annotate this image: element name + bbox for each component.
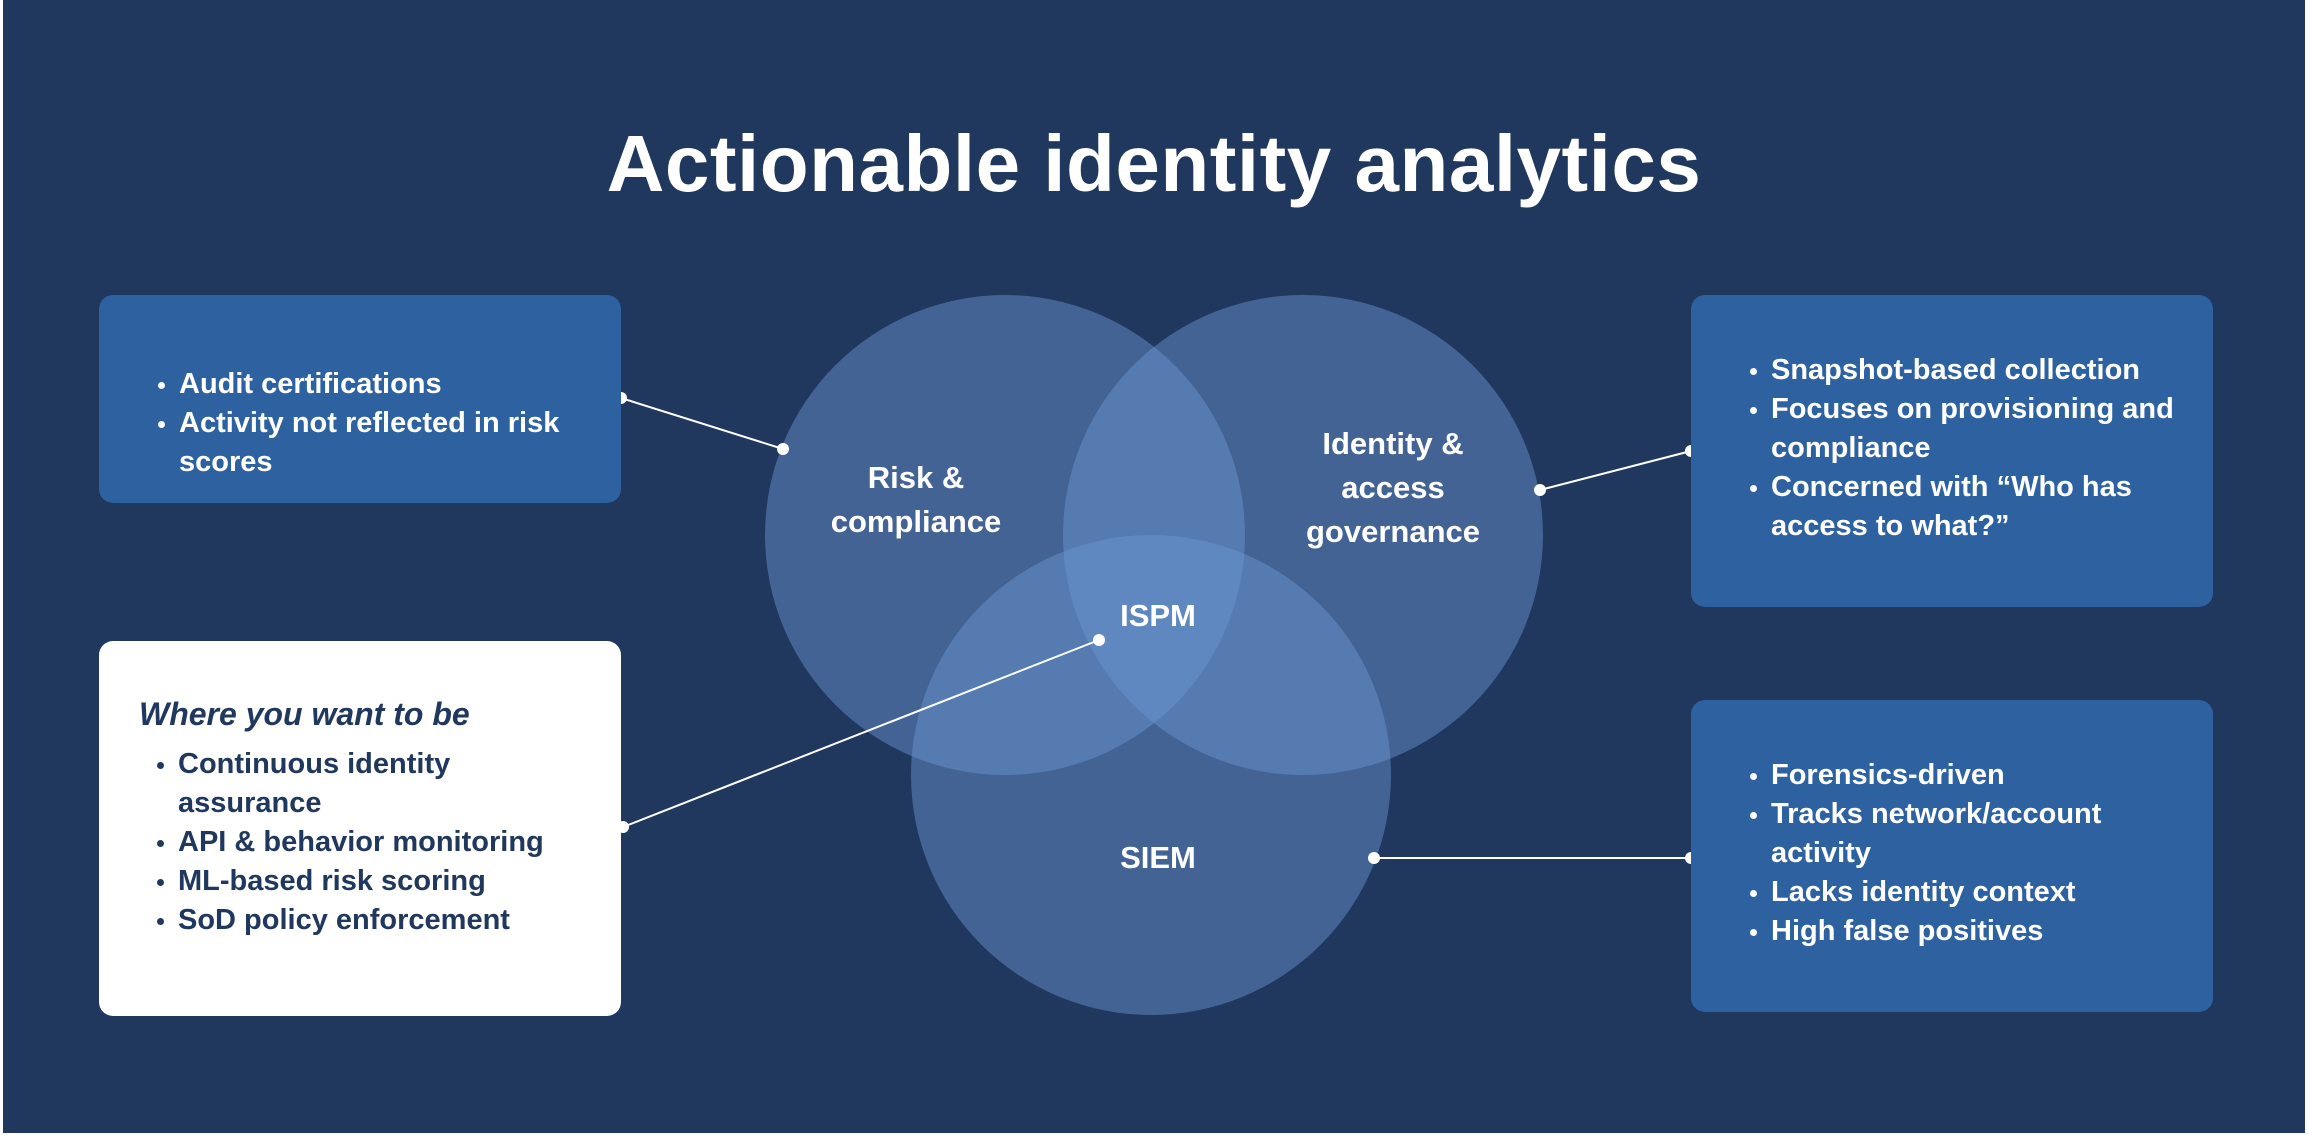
- risk-compliance-list: Audit certifications Activity not reflec…: [99, 365, 597, 482]
- list-item: Tracks network/account activity: [1771, 795, 2189, 873]
- venn-label-identity-access-governance: Identity & access governance: [1305, 426, 1480, 549]
- venn-diagram: [615, 295, 1697, 1015]
- connector-identity-governance: [1539, 450, 1692, 491]
- list-item: Lacks identity context: [1771, 873, 2189, 912]
- connector-dot: [777, 443, 789, 455]
- list-item: Continuous identity assurance: [178, 745, 597, 823]
- ispm-target-panel: Where you want to be Continuous identity…: [99, 641, 621, 1016]
- venn-circle-risk-compliance: [765, 295, 1245, 775]
- page-title: Actionable identity analytics: [606, 119, 1702, 208]
- venn-label-risk-compliance: Risk & compliance: [830, 460, 1002, 539]
- ispm-target-list: Continuous identity assurance API & beha…: [99, 745, 597, 940]
- list-item: ML-based risk scoring: [178, 862, 597, 901]
- list-item: Activity not reflected in risk scores: [179, 404, 597, 482]
- venn-circle-siem: [911, 535, 1391, 1015]
- list-item: High false positives: [1771, 912, 2189, 951]
- list-item: Concerned with “Who has access to what?”: [1771, 468, 2189, 546]
- diagram-canvas: Actionable identity analytics Risk & com…: [3, 0, 2305, 1133]
- connector-dot: [1093, 634, 1105, 646]
- list-item: API & behavior monitoring: [178, 823, 597, 862]
- connector-dot: [1368, 852, 1380, 864]
- list-item: Forensics-driven: [1771, 756, 2189, 795]
- list-item: Audit certifications: [179, 365, 597, 404]
- venn-label-siem: SIEM: [1120, 840, 1196, 875]
- venn-circle-identity-access-governance: [1063, 295, 1543, 775]
- list-item: SoD policy enforcement: [178, 901, 597, 940]
- venn-label-ispm: ISPM: [1120, 598, 1196, 633]
- risk-compliance-panel: Audit certifications Activity not reflec…: [99, 295, 621, 503]
- list-item: Snapshot-based collection: [1771, 351, 2189, 390]
- siem-list: Forensics-driven Tracks network/account …: [1691, 756, 2189, 951]
- identity-governance-panel: Snapshot-based collection Focuses on pro…: [1691, 295, 2213, 607]
- ispm-target-heading: Where you want to be: [139, 696, 470, 732]
- identity-governance-list: Snapshot-based collection Focuses on pro…: [1691, 351, 2189, 546]
- connector-ispm: [622, 639, 1100, 828]
- list-item: Focuses on provisioning and compliance: [1771, 390, 2189, 468]
- connector-dot: [1534, 484, 1546, 496]
- siem-panel: Forensics-driven Tracks network/account …: [1691, 700, 2213, 1012]
- connector-risk-compliance: [620, 397, 784, 450]
